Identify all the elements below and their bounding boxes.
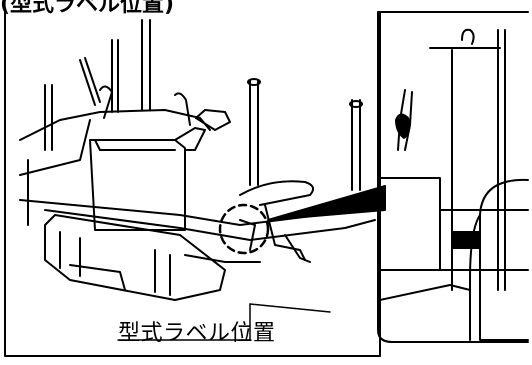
detail-pointer xyxy=(267,185,386,221)
model-label-position-text: 型式ラベル位置 xyxy=(118,321,276,346)
label-leader-line xyxy=(249,303,331,313)
main-view-frame xyxy=(4,11,381,357)
label-position-marker xyxy=(218,203,270,255)
detail-inset xyxy=(377,11,529,343)
figure-caption: (型式ラベル位置) xyxy=(0,0,175,17)
machine-drawing xyxy=(19,19,386,341)
model-label-plate xyxy=(451,231,481,249)
